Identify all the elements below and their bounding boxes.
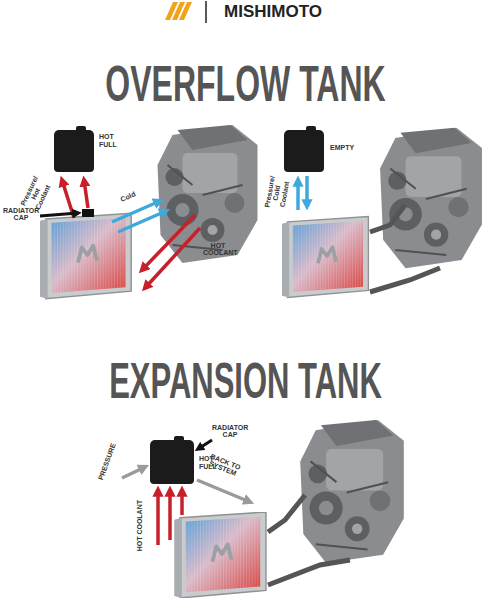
flow-label: HOT COOLANT — [136, 491, 143, 561]
heading: EXPANSION TANK — [93, 355, 397, 408]
coolant-tank: HOT FULL — [150, 440, 194, 484]
tank-cap — [306, 126, 316, 131]
coolant-tank: HOT FULL — [54, 130, 94, 172]
flow-label: Pressure/ Cold Coolant — [263, 171, 292, 214]
tank-cap — [76, 126, 86, 131]
tank-state: HOT FULL — [99, 133, 121, 148]
brand-name: MISHIMOTO — [208, 3, 338, 21]
tank-cap — [174, 436, 184, 441]
part-label: RADIATOR CAP — [3, 207, 39, 222]
flow-label: PRESSURE — [95, 437, 119, 486]
flow-label: HOT COOLANT — [203, 242, 233, 257]
tank-state: EMPTY — [330, 144, 352, 152]
heading: OVERFLOW TANK — [88, 58, 402, 111]
part-label: RADIATOR CAP — [212, 424, 248, 439]
coolant-tank: EMPTY — [284, 130, 324, 172]
flow-label: Cold — [116, 189, 141, 205]
tank-state: HOT FULL — [199, 455, 221, 470]
